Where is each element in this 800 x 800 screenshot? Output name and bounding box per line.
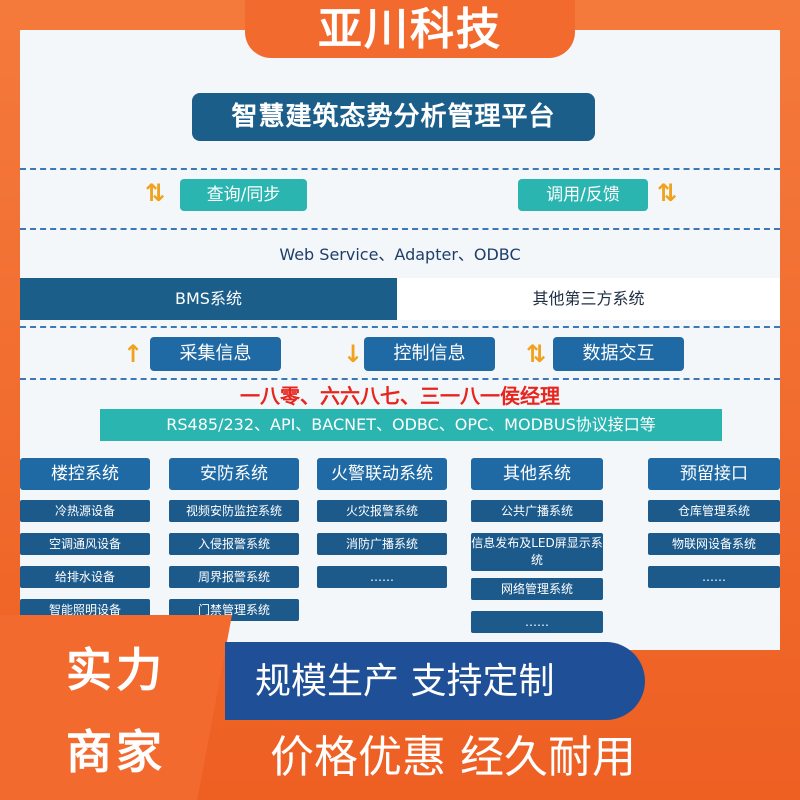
column-title: 预留接口 — [648, 458, 780, 490]
updown-arrow-icon: ⇅ — [144, 179, 166, 207]
promo-left-line2: 商家 — [66, 725, 166, 779]
divider-lower — [20, 326, 780, 328]
subsystem-item: 信息发布及LED屏显示系统 — [471, 533, 603, 571]
updown-arrow-icon: ⇅ — [525, 340, 547, 368]
subsystem-item: 火灾报警系统 — [317, 500, 447, 522]
control-info-box: 控制信息 — [364, 337, 495, 371]
promo-pill-text: 规模生产 支持定制 — [255, 661, 555, 702]
brand-title: 亚川科技 — [318, 4, 502, 55]
subsystem-item: 视频安防监控系统 — [169, 500, 299, 522]
divider-top — [20, 168, 780, 170]
subsystem-item: 物联网设备系统 — [648, 533, 780, 555]
subsystem-item: 网络管理系统 — [471, 578, 603, 600]
subsystem-item: 仓库管理系统 — [648, 500, 780, 522]
subsystem-item: 给排水设备 — [20, 566, 150, 588]
subsystem-item: 空调通风设备 — [20, 533, 150, 555]
promo-left-line1: 实力 — [66, 643, 166, 697]
down-arrow-icon: ↓ — [342, 340, 364, 368]
subsystem-item: 入侵报警系统 — [169, 533, 299, 555]
subsystem-item: 消防广播系统 — [317, 533, 447, 555]
subsystem-item: …… — [648, 566, 780, 588]
call-feedback-box: 调用/反馈 — [518, 179, 648, 211]
api-list: Web Service、Adapter、ODBC — [279, 245, 521, 264]
subsystem-item: 公共广播系统 — [471, 500, 603, 522]
promo-left-block — [0, 615, 232, 800]
contact-watermark: 一八零、六六八七、三一八一侯经理 — [240, 384, 560, 408]
column-title: 楼控系统 — [20, 458, 150, 490]
protocol-bar: RS485/232、API、BACNET、ODBC、OPC、MODBUS协议接口… — [100, 409, 722, 441]
updown-arrow-icon: ⇅ — [656, 179, 678, 207]
brand-tab — [245, 0, 575, 58]
subsystem-item: 冷热源设备 — [20, 500, 150, 522]
divider-mid — [20, 228, 780, 230]
subsystem-item: …… — [471, 611, 603, 633]
query-sync-box: 查询/同步 — [180, 179, 307, 211]
collect-info-box: 采集信息 — [150, 337, 281, 371]
third-party-system: 其他第三方系统 — [397, 278, 780, 320]
subsystem-item: 周界报警系统 — [169, 566, 299, 588]
bms-system: BMS系统 — [20, 278, 397, 320]
platform-title: 智慧建筑态势分析管理平台 — [192, 93, 595, 141]
subsystem-item: …… — [317, 566, 447, 588]
column-title: 其他系统 — [471, 458, 603, 490]
column-title: 火警联动系统 — [317, 458, 447, 490]
up-arrow-icon: ↑ — [122, 340, 144, 368]
divider-bottom — [20, 378, 780, 380]
column-title: 安防系统 — [169, 458, 299, 490]
data-exchange-box: 数据交互 — [553, 337, 684, 371]
promo-bottom-text: 价格优惠 经久耐用 — [270, 732, 636, 783]
promo-pill — [225, 642, 645, 720]
